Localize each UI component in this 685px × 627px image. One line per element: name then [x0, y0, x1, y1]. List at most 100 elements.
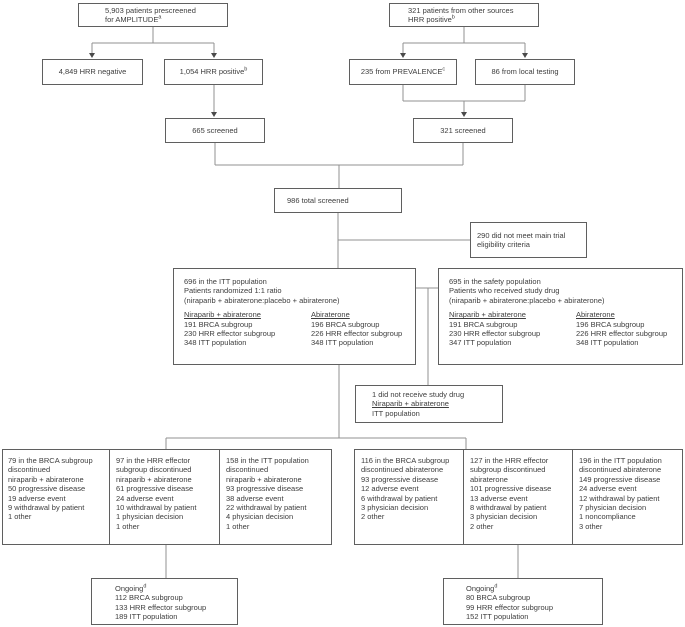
column-header: Niraparib + abiraterone [184, 310, 261, 320]
text-line: subgroup discontinued [116, 465, 192, 475]
text-line: 112 BRCA subgroup [115, 593, 183, 603]
text-line: 101 progressive disease [470, 484, 552, 494]
text-line: 12 withdrawal by patient [579, 493, 660, 503]
safety-niraparib-column: Niraparib + abiraterone 191 BRCA subgrou… [449, 310, 576, 348]
text-line: 80 BRCA subgroup [466, 593, 531, 603]
text-line: 3 other [579, 521, 603, 531]
text-line: ITT population [372, 408, 420, 418]
footnote-marker: d [143, 583, 147, 590]
text-line: 3 physician decision [361, 503, 429, 513]
text-line: 1 noncompliance [579, 512, 636, 522]
text-line: 9 withdrawal by patient [8, 503, 85, 513]
footnote-marker: c [442, 66, 446, 73]
text-line: Patients randomized 1:1 ratio [184, 286, 282, 296]
text-line: 347 ITT population [449, 338, 512, 348]
text-line: 189 ITT population [115, 612, 178, 622]
text-line: 93 progressive disease [226, 484, 304, 494]
text-line: for AMPLITUDEa [105, 14, 162, 24]
column-header: Niraparib + abiraterone [449, 310, 526, 320]
text-line: discontinued [8, 465, 51, 475]
text-line: 348 ITT population [184, 338, 247, 348]
text-line: abiraterone [470, 474, 508, 484]
text-line: 986 total screened [287, 195, 349, 205]
text-line: 158 in the ITT population [226, 456, 309, 465]
text-line: discontinued abiraterone [361, 465, 444, 475]
text-line: 24 adverse event [116, 493, 174, 503]
text-line: 24 adverse event [579, 484, 637, 494]
footnote-marker: d [494, 583, 498, 590]
text-line: subgroup discontinued [470, 465, 546, 475]
text-line: niraparib + abiraterone [116, 474, 192, 484]
text-line: 3 physician decision [470, 512, 538, 522]
text-line: 79 in the BRCA subgroup [8, 456, 93, 465]
text-line: HRR positiveb [408, 14, 455, 24]
text-line: 665 screened [192, 125, 238, 135]
text-line: Patients who received study drug [449, 286, 560, 296]
text-line: discontinued abiraterone [579, 465, 662, 475]
text-line: 1 did not receive study drug [372, 389, 465, 399]
box-no-study-drug: 1 did not receive study drug Niraparib +… [355, 385, 503, 423]
text-line: 133 HRR effector subgroup [115, 602, 207, 612]
text-line: 12 adverse event [361, 484, 419, 494]
text-line: 97 in the HRR effector [116, 456, 191, 465]
footnote-marker: b [451, 14, 455, 21]
text-line: 230 HRR effector subgroup [184, 329, 276, 339]
text-line: 321 screened [440, 125, 486, 135]
text-line: (niraparib + abiraterone:placebo + abira… [449, 295, 605, 305]
box-prescreened-amplitude: 5,903 patients prescreened for AMPLITUDE… [78, 3, 228, 27]
box-screened-other: 321 screened [413, 118, 513, 143]
text-line: 6 withdrawal by patient [361, 493, 438, 503]
text-line: 1 other [8, 512, 32, 522]
text-line: 196 BRCA subgroup [576, 319, 645, 329]
text-line: eligibility criteria [477, 240, 530, 249]
text-line: 1 physician decision [116, 512, 184, 522]
text-line: Ongoingd [466, 583, 498, 593]
text-line: 1 other [226, 521, 250, 531]
itt-niraparib-column: Niraparib + abiraterone 191 BRCA subgrou… [184, 310, 311, 348]
box-hrr-negative: 4,849 HRR negative [42, 59, 143, 85]
text-line: 50 progressive disease [8, 484, 86, 494]
text-line: 191 BRCA subgroup [449, 319, 518, 329]
text-line: 5,903 patients prescreened [105, 5, 196, 15]
text-line: 8 withdrawal by patient [470, 503, 547, 513]
text-line: 19 adverse event [8, 493, 66, 503]
box-other-sources: 321 patients from other sources HRR posi… [389, 3, 539, 27]
text-line: 2 other [470, 521, 494, 531]
text-line: 61 progressive disease [116, 484, 194, 494]
text-line: 10 withdrawal by patient [116, 503, 197, 513]
text-line: 13 adverse event [470, 493, 528, 503]
text-line: (niraparib + abiraterone:placebo + abira… [184, 295, 340, 305]
text-line: 235 from PREVALENCEc [360, 66, 446, 77]
text-line: Ongoingd [115, 583, 147, 593]
text-line: 99 HRR effector subgroup [466, 602, 553, 612]
box-prevalence: 235 from PREVALENCEc [349, 59, 457, 85]
footnote-marker: b [244, 66, 248, 73]
text-line: 149 progressive disease [579, 474, 661, 484]
text-line: 196 in the ITT population [579, 456, 662, 465]
text-line: 191 BRCA subgroup [184, 319, 253, 329]
text-line: 290 did not meet main trial [477, 230, 566, 240]
box-local-testing: 86 from local testing [475, 59, 575, 85]
text-line: 321 patients from other sources [408, 5, 514, 15]
text-line: 348 ITT population [311, 338, 374, 348]
text-line: 226 HRR effector subgroup [576, 329, 668, 339]
text-line: 152 ITT population [466, 612, 529, 622]
text-line: niraparib + abiraterone [8, 474, 84, 484]
text-line: 695 in the safety population [449, 277, 541, 286]
text-line: 86 from local testing [491, 67, 559, 77]
text-line: 4,849 HRR negative [58, 67, 127, 77]
